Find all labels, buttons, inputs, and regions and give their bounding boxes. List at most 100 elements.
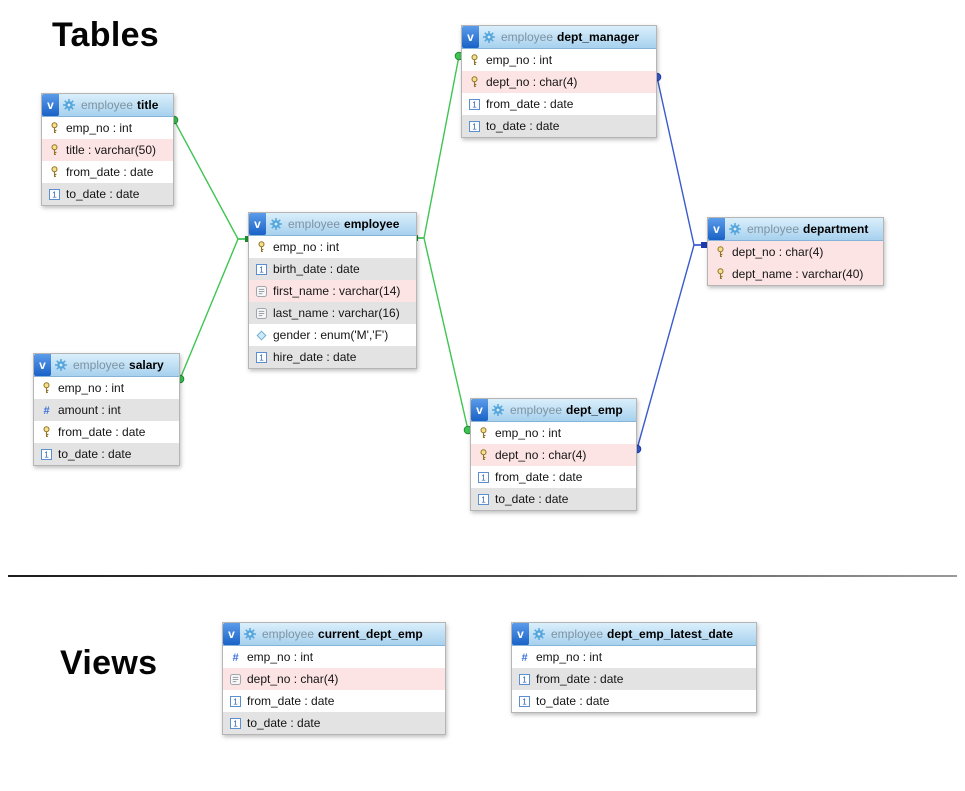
svg-text:1: 1 <box>233 697 238 706</box>
column-label: from_date : date <box>536 672 624 686</box>
column-label: to_date : date <box>66 187 140 201</box>
entity-badge-icon[interactable]: v <box>223 623 240 645</box>
primary-key-icon <box>468 54 480 66</box>
column-label: dept_no : char(4) <box>732 245 824 259</box>
svg-text:1: 1 <box>259 353 264 362</box>
gear-icon <box>55 359 67 371</box>
text-icon <box>255 307 267 319</box>
date-icon: 1 <box>518 673 530 685</box>
svg-text:1: 1 <box>233 719 238 728</box>
column-label: from_date : date <box>495 470 583 484</box>
text-icon <box>255 285 267 297</box>
entity-badge-icon[interactable]: v <box>708 218 725 240</box>
entity-badge-icon[interactable]: v <box>34 354 51 376</box>
svg-text:#: # <box>232 652 238 663</box>
column-label: to_date : date <box>536 694 610 708</box>
column-row: emp_no : int <box>42 117 173 139</box>
column-label: last_name : varchar(16) <box>273 306 400 320</box>
date-icon: 1 <box>229 695 241 707</box>
column-row: title : varchar(50) <box>42 139 173 161</box>
primary-key-icon <box>477 427 489 439</box>
column-row: 1 to_date : date <box>42 183 173 205</box>
svg-text:1: 1 <box>44 450 49 459</box>
entity-badge-icon[interactable]: v <box>512 623 529 645</box>
gear-icon <box>492 404 504 416</box>
column-row: 1 from_date : date <box>462 93 656 115</box>
column-label: emp_no : int <box>66 121 133 135</box>
numeric-icon: # <box>40 405 52 416</box>
gear-icon <box>729 223 741 235</box>
column-label: emp_no : int <box>486 53 553 67</box>
column-label: birth_date : date <box>273 262 360 276</box>
svg-text:1: 1 <box>259 265 264 274</box>
column-label: emp_no : int <box>58 381 125 395</box>
entity-name: dept_emp_latest_date <box>607 627 734 641</box>
column-row: emp_no : int <box>249 236 416 258</box>
column-row: 1 to_date : date <box>512 690 756 712</box>
column-row: first_name : varchar(14) <box>249 280 416 302</box>
entity-name: employee <box>344 217 400 231</box>
column-label: from_date : date <box>486 97 574 111</box>
column-label: dept_no : char(4) <box>495 448 587 462</box>
column-row: dept_no : char(4) <box>223 668 445 690</box>
gear-icon <box>533 628 545 640</box>
primary-key-icon <box>48 144 60 156</box>
entity-badge-icon[interactable]: v <box>462 26 479 48</box>
entity-badge-icon[interactable]: v <box>471 399 488 421</box>
date-icon: 1 <box>48 188 60 200</box>
entity-badge-icon[interactable]: v <box>42 94 59 116</box>
date-icon: 1 <box>229 717 241 729</box>
tables-section-heading: Tables <box>52 16 159 54</box>
column-row: #emp_no : int <box>223 646 445 668</box>
primary-key-icon <box>477 449 489 461</box>
column-row: emp_no : int <box>462 49 656 71</box>
schema-name: employee <box>747 222 800 236</box>
primary-key-icon <box>255 241 267 253</box>
column-row: 1 birth_date : date <box>249 258 416 280</box>
entity-name: dept_emp <box>566 403 623 417</box>
svg-text:#: # <box>43 405 49 416</box>
gear-icon <box>483 31 495 43</box>
date-icon: 1 <box>518 695 530 707</box>
column-row: #emp_no : int <box>512 646 756 668</box>
entity-badge-icon[interactable]: v <box>249 213 266 235</box>
column-row: emp_no : int <box>471 422 636 444</box>
relationship-dept_emp-employee <box>415 237 469 431</box>
primary-key-icon <box>40 426 52 438</box>
column-row: 1 from_date : date <box>512 668 756 690</box>
relationship-endpoint-square <box>701 242 707 248</box>
primary-key-icon <box>714 246 726 258</box>
column-label: dept_no : char(4) <box>486 75 578 89</box>
primary-key-icon <box>48 166 60 178</box>
numeric-icon: # <box>229 652 241 663</box>
column-row: dept_no : char(4) <box>462 71 656 93</box>
date-icon: 1 <box>468 120 480 132</box>
gear-icon <box>244 628 256 640</box>
gear-icon <box>270 218 282 230</box>
section-divider <box>8 575 957 577</box>
svg-text:1: 1 <box>472 100 477 109</box>
views-section-heading: Views <box>60 644 158 682</box>
svg-text:1: 1 <box>522 675 527 684</box>
column-label: emp_no : int <box>536 650 603 664</box>
